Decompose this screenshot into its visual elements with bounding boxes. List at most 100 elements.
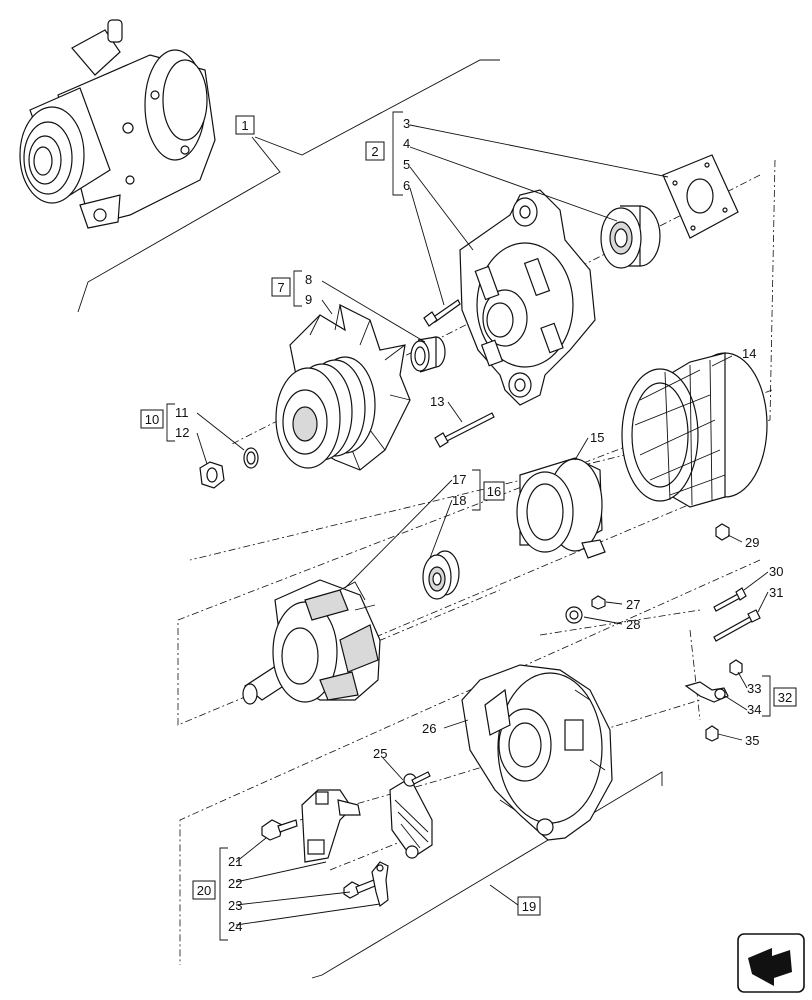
svg-text:2: 2	[371, 144, 378, 159]
leader-25	[382, 757, 404, 781]
callout-29[interactable]: 29	[745, 535, 759, 550]
leader-26	[443, 719, 469, 729]
assembly-box-2[interactable]: 2	[365, 141, 385, 161]
bracket-10	[166, 403, 175, 442]
bracket-2	[392, 111, 403, 196]
callout-15[interactable]: 15	[590, 430, 604, 445]
leader-34	[724, 695, 748, 711]
callout-11[interactable]: 11	[175, 405, 189, 420]
leader-28	[583, 616, 623, 625]
callout-33[interactable]: 33	[747, 681, 761, 696]
leader-21	[235, 837, 267, 863]
spacer-ring	[410, 336, 446, 373]
screw-21	[261, 819, 298, 841]
assembly-box-19[interactable]: 19	[517, 896, 541, 916]
bearing-cover	[516, 457, 606, 559]
leader-15	[574, 437, 589, 461]
callout-4[interactable]: 4	[403, 136, 410, 151]
callout-18[interactable]: 18	[452, 493, 466, 508]
rear-housing	[461, 664, 613, 841]
callout-30[interactable]: 30	[769, 564, 783, 579]
callout-3[interactable]: 3	[403, 116, 410, 131]
leader-13	[447, 401, 463, 423]
leader-6	[409, 187, 445, 306]
axis-line-4	[689, 629, 701, 721]
callout-27[interactable]: 27	[626, 597, 640, 612]
leader-31	[757, 591, 769, 613]
leader-27	[605, 601, 623, 605]
assembly-box-10[interactable]: 10	[140, 409, 164, 429]
callout-28[interactable]: 28	[626, 617, 640, 632]
leader-3	[409, 124, 669, 178]
svg-text:19: 19	[522, 899, 536, 914]
screw-23	[343, 879, 376, 899]
slip-ring	[422, 550, 460, 600]
assembly-box-20[interactable]: 20	[192, 880, 216, 900]
callout-21[interactable]: 21	[228, 854, 242, 869]
assembly-box-32[interactable]: 32	[773, 687, 797, 707]
regulator	[301, 789, 361, 863]
axis-frame-upper	[189, 159, 776, 561]
leader-22	[235, 861, 327, 883]
screw-35	[705, 725, 719, 742]
lock-washer	[243, 447, 259, 469]
cap-27	[591, 595, 606, 610]
leader-9	[321, 299, 333, 315]
callout-35[interactable]: 35	[745, 733, 759, 748]
callout-24[interactable]: 24	[228, 919, 242, 934]
callout-31[interactable]: 31	[769, 585, 783, 600]
callout-5[interactable]: 5	[403, 157, 410, 172]
leader-33	[737, 671, 748, 689]
washer-28	[565, 606, 583, 624]
leader-24	[235, 903, 381, 926]
assembly-box-7[interactable]: 7	[271, 277, 291, 297]
screw-33	[729, 659, 743, 676]
leader-29	[727, 534, 743, 543]
bolt-30	[713, 587, 747, 612]
leader-5	[409, 166, 474, 251]
bearing-front	[600, 205, 661, 269]
svg-text:16: 16	[487, 484, 501, 499]
alternator-assembly	[19, 19, 216, 229]
hex-nut	[199, 461, 225, 489]
callout-8[interactable]: 8	[305, 272, 312, 287]
leader-11	[196, 412, 245, 451]
svg-text:1: 1	[241, 118, 248, 133]
rectifier	[389, 771, 433, 859]
callout-23[interactable]: 23	[228, 898, 242, 913]
callout-14[interactable]: 14	[742, 346, 756, 361]
callout-25[interactable]: 25	[373, 746, 387, 761]
leader-19	[489, 884, 519, 906]
gasket-plate	[662, 154, 739, 239]
callout-26[interactable]: 26	[422, 721, 436, 736]
through-bolt-13	[434, 412, 495, 448]
bracket-16	[472, 469, 481, 511]
leader-23	[235, 891, 351, 906]
leader-30	[743, 571, 769, 591]
pulley-fan	[275, 303, 411, 471]
callout-17[interactable]: 17	[452, 472, 466, 487]
callout-9[interactable]: 9	[305, 292, 312, 307]
bracket-32	[762, 675, 771, 717]
callout-13[interactable]: 13	[430, 394, 444, 409]
front-housing	[459, 189, 596, 406]
callout-6[interactable]: 6	[403, 178, 410, 193]
callout-34[interactable]: 34	[747, 702, 761, 717]
callout-12[interactable]: 12	[175, 425, 189, 440]
nav-arrow-icon[interactable]	[737, 933, 805, 993]
axis-line-3	[539, 609, 701, 636]
svg-text:10: 10	[145, 412, 159, 427]
stator	[621, 352, 768, 508]
axis-frame-lower	[179, 559, 761, 965]
leader-8	[321, 280, 426, 343]
assembly-box-1[interactable]: 1	[235, 115, 255, 135]
separator-lower	[311, 771, 663, 979]
leader-17	[344, 479, 453, 589]
axis-line-6	[329, 829, 431, 871]
terminal-clip	[371, 861, 389, 908]
separator-upper	[77, 136, 281, 313]
bolt-6	[423, 299, 461, 327]
callout-22[interactable]: 22	[228, 876, 242, 891]
assembly-box-16[interactable]: 16	[483, 481, 505, 501]
